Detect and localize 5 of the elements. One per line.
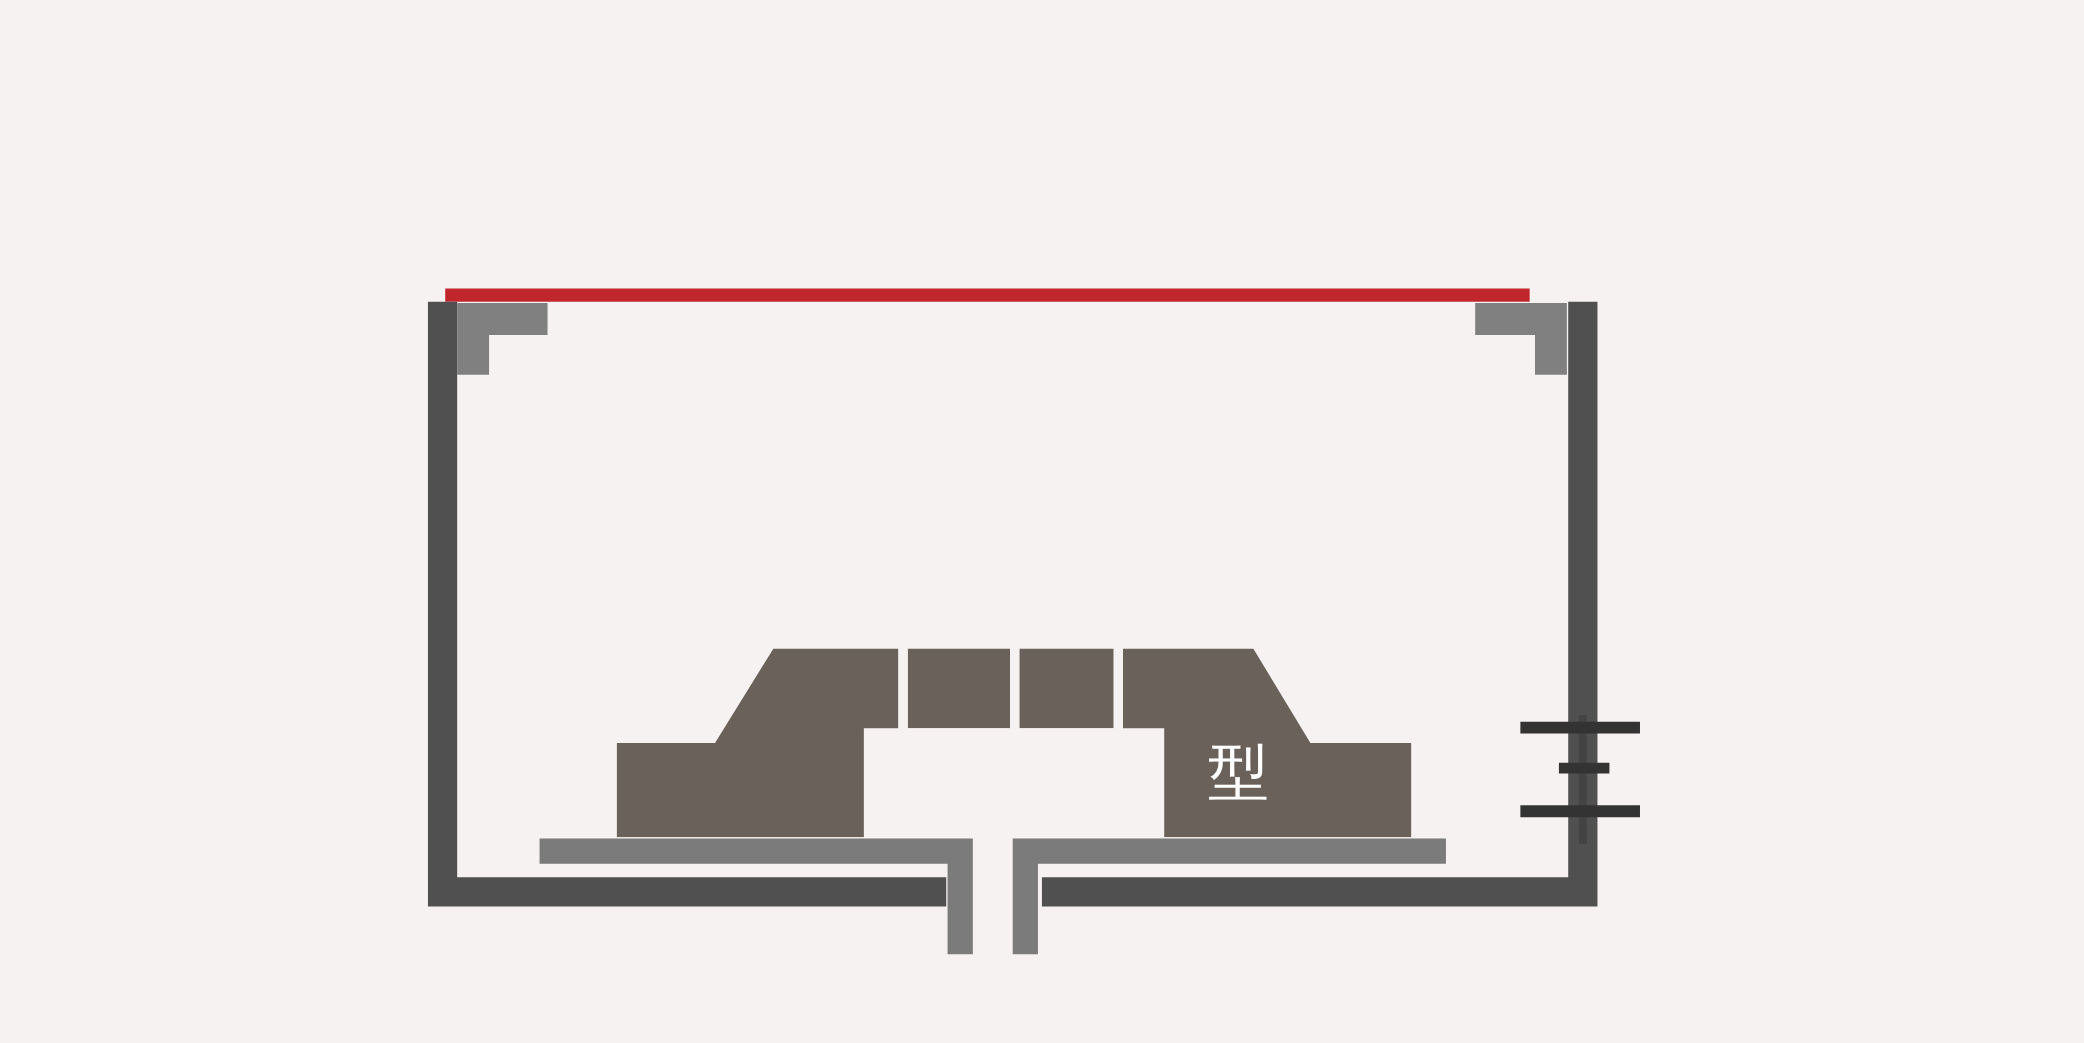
stage-block: [1123, 648, 1412, 838]
stage-block: [907, 648, 1011, 729]
block-label: 型: [1208, 741, 1270, 803]
stage-block: [616, 648, 899, 838]
stage-block: [1019, 648, 1114, 729]
